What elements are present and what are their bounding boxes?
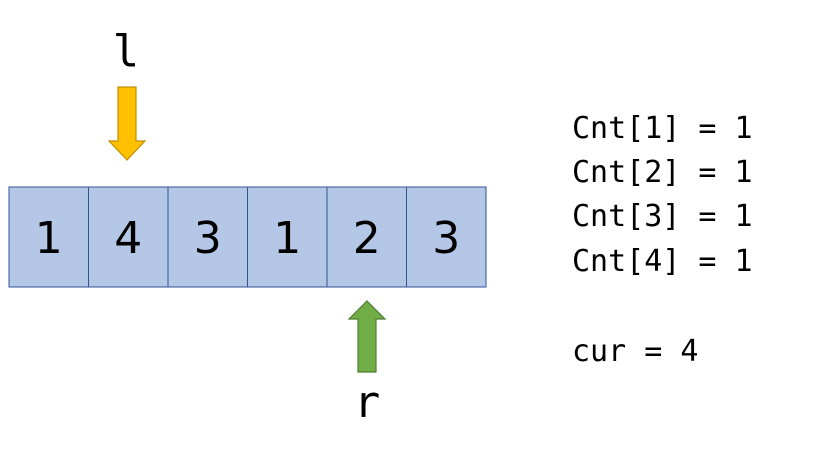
array-cell: 2 <box>326 186 407 288</box>
array: 1 4 3 1 2 3 <box>8 186 487 288</box>
array-cell: 4 <box>88 186 169 288</box>
array-cell: 1 <box>247 186 328 288</box>
array-cell-box <box>406 186 487 288</box>
array-cell-value: 2 <box>353 213 381 264</box>
array-cell-box <box>167 186 248 288</box>
array-cell: 3 <box>406 186 487 288</box>
left-pointer-label: l <box>113 26 140 77</box>
array-cell-value: 1 <box>273 213 301 264</box>
array-cell-box <box>326 186 407 288</box>
array-cell-value: 3 <box>432 213 460 264</box>
array-cell-box <box>247 186 328 288</box>
right-pointer-label: r <box>354 377 381 428</box>
right-pointer: r <box>347 300 387 428</box>
count-panel: Cnt[1] = 1 Cnt[2] = 1 Cnt[3] = 1 Cnt[4] … <box>572 111 753 369</box>
array-cell: 3 <box>167 186 248 288</box>
count-line: Cnt[1] = 1 <box>572 111 753 146</box>
count-line: Cnt[3] = 1 <box>572 199 753 234</box>
array-cell-box <box>88 186 169 288</box>
array-cell-value: 4 <box>114 213 142 264</box>
array-cell-value: 1 <box>35 213 63 264</box>
array-cell-value: 3 <box>194 213 222 264</box>
left-pointer-down-arrow-icon <box>107 86 147 161</box>
right-pointer-up-arrow-icon <box>347 300 387 373</box>
left-pointer: l <box>107 26 147 161</box>
array-cell-box <box>8 186 89 288</box>
count-line: Cnt[2] = 1 <box>572 155 753 190</box>
current-value: cur = 4 <box>572 334 698 369</box>
count-line: Cnt[4] = 1 <box>572 244 753 279</box>
array-cell: 1 <box>8 186 89 288</box>
